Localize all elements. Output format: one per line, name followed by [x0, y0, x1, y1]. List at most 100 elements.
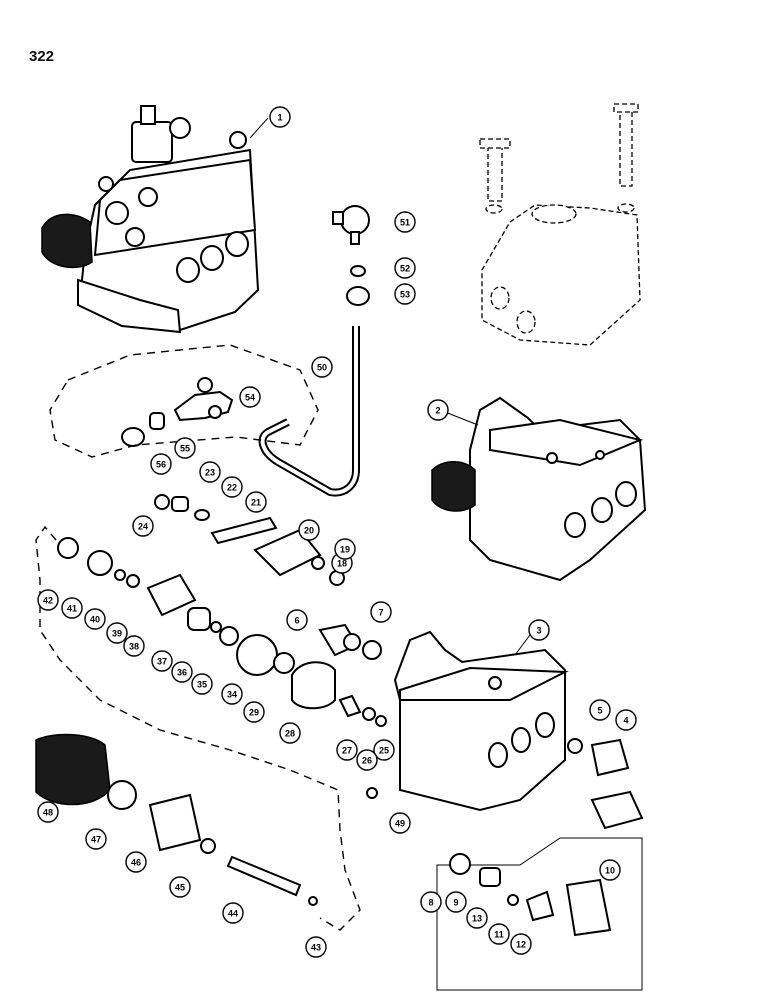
callout-10: 10 [599, 859, 621, 881]
callout-label: 43 [311, 943, 321, 953]
callout-label: 46 [131, 858, 141, 868]
valve-housing-3 [393, 630, 569, 812]
callout-2: 2 [427, 399, 449, 421]
callout-label: 52 [400, 264, 410, 274]
callout-25: 25 [373, 739, 395, 761]
callout-label: 18 [337, 559, 347, 569]
callout-43: 43 [305, 936, 327, 958]
callout-label: 4 [623, 716, 628, 726]
callout-52: 52 [394, 257, 416, 279]
callout-4: 4 [615, 709, 637, 731]
callout-label: 38 [129, 642, 139, 652]
mounting-reference-outline [479, 103, 641, 346]
fittings-51-53 [332, 205, 370, 306]
callout-label: 55 [180, 444, 190, 454]
callout-label: 40 [90, 615, 100, 625]
callout-label: 27 [342, 746, 352, 756]
callout-53: 53 [394, 283, 416, 305]
inset-detail [436, 837, 643, 991]
callout-label: 12 [516, 940, 526, 950]
callout-label: 20 [304, 526, 314, 536]
callout-label: 24 [138, 522, 148, 532]
callout-46: 46 [125, 851, 147, 873]
callout-6: 6 [286, 609, 308, 631]
callout-44: 44 [222, 902, 244, 924]
callout-label: 54 [245, 393, 255, 403]
page-number: 322 [29, 48, 55, 65]
callout-1: 1 [269, 106, 291, 128]
callout-56: 56 [150, 453, 172, 475]
callout-47: 47 [85, 828, 107, 850]
callout-55: 55 [174, 437, 196, 459]
fitting-6 [318, 623, 382, 660]
callout-label: 13 [472, 914, 482, 924]
callout-label: 9 [453, 898, 458, 908]
lower-shaft-parts [107, 780, 318, 906]
valve-housing-2 [431, 396, 647, 582]
callout-label: 51 [400, 218, 410, 228]
callout-28: 28 [279, 722, 301, 744]
callout-34: 34 [221, 683, 243, 705]
callout-label: 25 [379, 746, 389, 756]
callout-label: 44 [228, 909, 238, 919]
callout-label: 2 [435, 406, 440, 416]
callout-label: 29 [249, 708, 259, 718]
callout-49: 49 [389, 812, 411, 834]
callout-5: 5 [589, 699, 611, 721]
callout-21: 21 [245, 491, 267, 513]
callout-3: 3 [528, 619, 550, 641]
callout-8: 8 [420, 891, 442, 913]
group-outline-upper [49, 344, 319, 458]
callout-label: 23 [205, 468, 215, 478]
callout-label: 50 [317, 363, 327, 373]
callout-label: 37 [157, 657, 167, 667]
callout-label: 5 [597, 706, 602, 716]
callout-19: 19 [334, 538, 356, 560]
callout-45: 45 [169, 876, 191, 898]
callout-23: 23 [199, 461, 221, 483]
callout-13: 13 [466, 907, 488, 929]
callout-50: 50 [311, 356, 333, 378]
callout-51: 51 [394, 211, 416, 233]
callout-label: 6 [294, 616, 299, 626]
callout-37: 37 [151, 650, 173, 672]
callout-29: 29 [243, 701, 265, 723]
callout-label: 48 [43, 808, 53, 818]
spool-assembly [154, 494, 345, 586]
callout-label: 7 [378, 608, 383, 618]
callout-label: 45 [175, 883, 185, 893]
callout-label: 8 [428, 898, 433, 908]
callout-label: 41 [67, 604, 77, 614]
callout-7: 7 [370, 601, 392, 623]
callout-label: 34 [227, 690, 237, 700]
callout-label: 19 [340, 545, 350, 555]
callout-label: 21 [251, 498, 261, 508]
callout-label: 22 [227, 483, 237, 493]
callout-36: 36 [171, 661, 193, 683]
callout-label: 1 [277, 113, 282, 123]
fitting-4 [567, 738, 644, 830]
callout-label: 53 [400, 290, 410, 300]
callout-20: 20 [298, 519, 320, 541]
callout-label: 36 [177, 668, 187, 678]
callout-48: 48 [37, 801, 59, 823]
callout-40: 40 [84, 608, 106, 630]
callout-38: 38 [123, 635, 145, 657]
callout-label: 10 [605, 866, 615, 876]
tee-fitting-54 [173, 377, 234, 422]
callout-9: 9 [445, 891, 467, 913]
callout-label: 39 [112, 629, 122, 639]
callout-label: 56 [156, 460, 166, 470]
callout-label: 35 [197, 680, 207, 690]
callout-11: 11 [488, 923, 510, 945]
callout-54: 54 [239, 386, 261, 408]
callout-label: 49 [395, 819, 405, 829]
valve-assembly-1 [41, 105, 269, 334]
callout-42: 42 [37, 589, 59, 611]
callout-label: 11 [494, 930, 504, 940]
callout-24: 24 [132, 515, 154, 537]
callout-12: 12 [510, 933, 532, 955]
spring-cap-parts [57, 537, 387, 727]
plug-49 [366, 787, 378, 799]
